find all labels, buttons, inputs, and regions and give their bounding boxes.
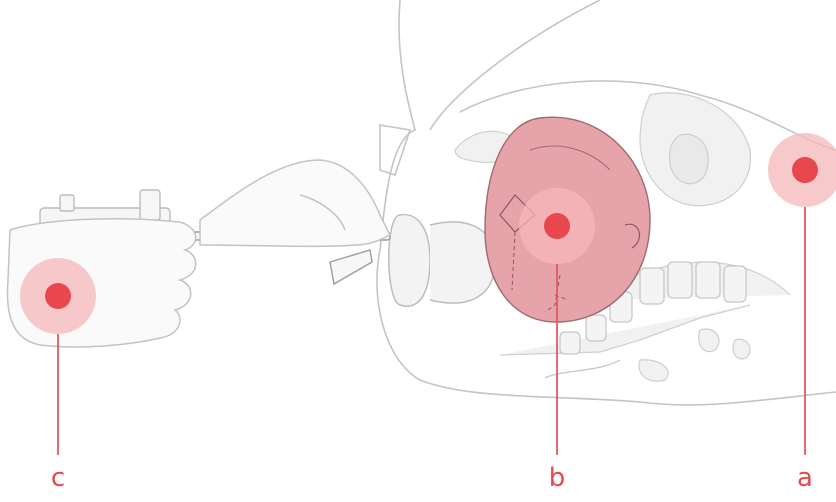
hotspot-c-dot [45,283,71,309]
callout-label-c: c [43,465,73,491]
vacuum-cup [389,215,495,307]
hotspot-b-dot [544,213,570,239]
hotspot-b[interactable] [519,188,595,264]
hotspot-c[interactable] [20,258,96,334]
callout-label-a: a [790,465,820,491]
hotspot-a[interactable] [768,133,836,207]
hotspot-a-dot [792,157,818,183]
callout-label-b: b [542,465,572,491]
